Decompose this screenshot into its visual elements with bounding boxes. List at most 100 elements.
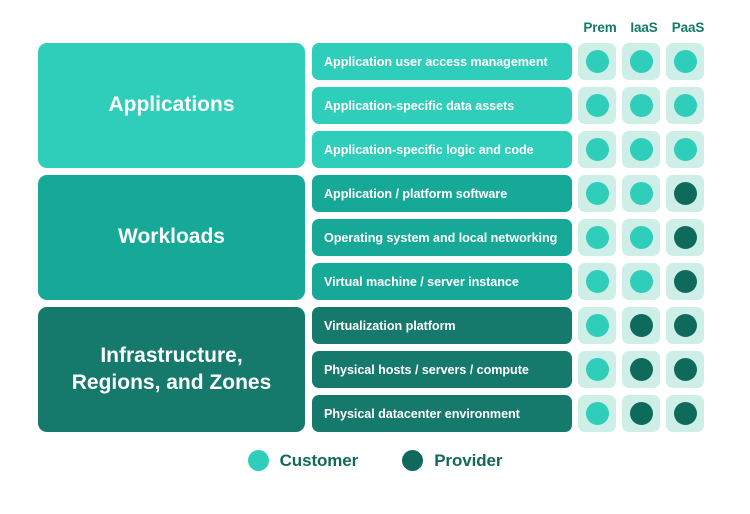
cell-paas-provider <box>666 351 704 388</box>
legend: Customer Provider <box>0 450 750 471</box>
customer-dot-icon <box>673 94 697 117</box>
cell-prem-customer <box>578 219 616 256</box>
customer-dot-icon <box>629 50 653 73</box>
legend-item-customer: Customer <box>247 450 359 471</box>
responsibility-row: Application-specific logic and code <box>312 131 712 168</box>
cell-iaas-provider <box>622 307 660 344</box>
column-header-row: Prem IaaS PaaS <box>578 20 712 35</box>
provider-dot-icon <box>673 402 697 425</box>
group-title-infrastructure: Infrastructure, Regions, and Zones <box>38 307 305 432</box>
cell-paas-provider <box>666 263 704 300</box>
customer-dot-icon <box>629 138 653 161</box>
cell-iaas-customer <box>622 263 660 300</box>
provider-dot-icon <box>629 402 653 425</box>
responsibility-row: Application / platform software <box>312 175 712 212</box>
row-cells <box>578 131 704 168</box>
row-label: Virtualization platform <box>312 307 572 344</box>
responsibility-row: Operating system and local networking <box>312 219 712 256</box>
row-label: Application user access management <box>312 43 572 80</box>
responsibility-row: Virtualization platform <box>312 307 712 344</box>
customer-dot-icon <box>585 182 609 205</box>
cell-prem-customer <box>578 395 616 432</box>
customer-dot-icon <box>629 226 653 249</box>
group-title-lines: Infrastructure, Regions, and Zones <box>72 343 272 397</box>
legend-customer-dot-icon <box>247 450 269 471</box>
cell-prem-customer <box>578 131 616 168</box>
provider-dot-icon <box>673 226 697 249</box>
customer-dot-icon <box>585 314 609 337</box>
cell-iaas-customer <box>622 87 660 124</box>
customer-dot-icon <box>585 402 609 425</box>
row-label: Virtual machine / server instance <box>312 263 572 300</box>
row-label: Application / platform software <box>312 175 572 212</box>
row-cells <box>578 395 704 432</box>
row-label: Physical hosts / servers / compute <box>312 351 572 388</box>
responsibility-row: Physical datacenter environment <box>312 395 712 432</box>
column-header-prem: Prem <box>583 20 617 35</box>
customer-dot-icon <box>585 138 609 161</box>
responsibility-row: Application user access management <box>312 43 712 80</box>
cell-prem-customer <box>578 263 616 300</box>
cell-prem-customer <box>578 43 616 80</box>
group-title-workloads: Workloads <box>38 175 305 300</box>
customer-dot-icon <box>585 226 609 249</box>
cell-iaas-provider <box>622 395 660 432</box>
row-label: Application-specific data assets <box>312 87 572 124</box>
cell-iaas-customer <box>622 219 660 256</box>
row-cells <box>578 87 704 124</box>
cell-paas-customer <box>666 87 704 124</box>
cell-prem-customer <box>578 87 616 124</box>
customer-dot-icon <box>629 94 653 117</box>
customer-dot-icon <box>585 50 609 73</box>
row-label: Operating system and local networking <box>312 219 572 256</box>
row-cells <box>578 43 704 80</box>
cell-iaas-provider <box>622 351 660 388</box>
cell-prem-customer <box>578 175 616 212</box>
cell-paas-customer <box>666 43 704 80</box>
responsibility-row: Virtual machine / server instance <box>312 263 712 300</box>
row-cells <box>578 351 704 388</box>
legend-label: Customer <box>279 450 359 470</box>
customer-dot-icon <box>629 270 653 293</box>
legend-label: Provider <box>434 450 503 470</box>
provider-dot-icon <box>629 358 653 381</box>
column-header-iaas: IaaS <box>630 20 658 35</box>
provider-dot-icon <box>629 314 653 337</box>
group-infrastructure: Infrastructure, Regions, and Zones Virtual… <box>38 307 712 432</box>
row-cells <box>578 219 704 256</box>
customer-dot-icon <box>585 358 609 381</box>
cell-prem-customer <box>578 307 616 344</box>
provider-dot-icon <box>673 314 697 337</box>
cell-prem-customer <box>578 351 616 388</box>
provider-dot-icon <box>673 182 697 205</box>
group-title-applications: Applications <box>38 43 305 168</box>
row-cells <box>578 307 704 344</box>
cell-paas-customer <box>666 131 704 168</box>
cell-iaas-customer <box>622 43 660 80</box>
responsibility-row: Application-specific data assets <box>312 87 712 124</box>
cell-paas-provider <box>666 175 704 212</box>
cell-paas-provider <box>666 307 704 344</box>
group-title-line-2: Regions, and Zones <box>71 370 272 394</box>
row-label: Application-specific logic and code <box>312 131 572 168</box>
row-cells <box>578 175 704 212</box>
provider-dot-icon <box>673 270 697 293</box>
cell-iaas-customer <box>622 175 660 212</box>
cell-iaas-customer <box>622 131 660 168</box>
provider-dot-icon <box>673 358 697 381</box>
legend-provider-dot-icon <box>402 450 424 471</box>
row-cells <box>578 263 704 300</box>
group-title-line-1: Infrastructure, <box>100 343 243 367</box>
column-header-paas: PaaS <box>671 20 705 35</box>
responsibility-row: Physical hosts / servers / compute <box>312 351 712 388</box>
customer-dot-icon <box>673 50 697 73</box>
row-label: Physical datacenter environment <box>312 395 572 432</box>
cell-paas-provider <box>666 395 704 432</box>
